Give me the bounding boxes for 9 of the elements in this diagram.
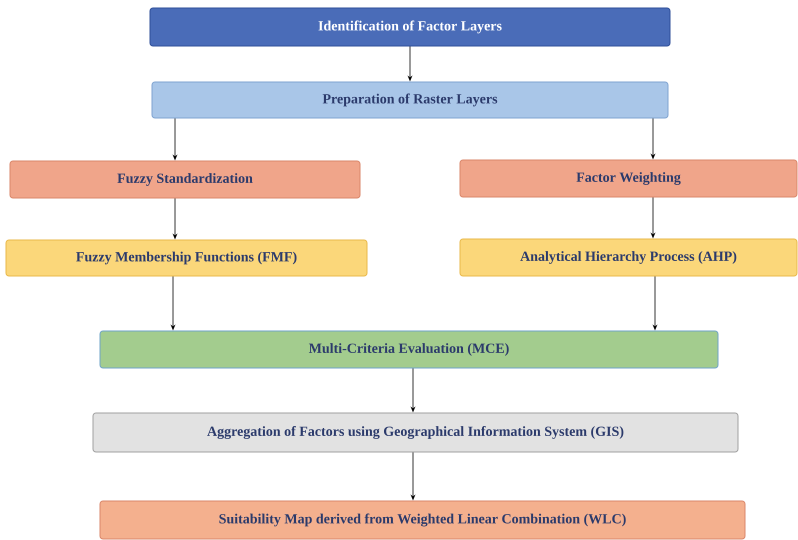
- process-box: Identification of Factor Layers: [150, 8, 670, 46]
- process-box: Multi-Criteria Evaluation (MCE): [100, 330, 718, 368]
- process-box: Fuzzy Membership Functions (FMF): [6, 240, 368, 276]
- process-box: Factor Weighting: [460, 160, 798, 198]
- process-box: Preparation of Raster Layers: [152, 82, 668, 118]
- process-box: Analytical Hierarchy Process (AHP): [460, 238, 798, 276]
- process-box: Suitability Map derived from Weighted Linear Combination (WLC): [100, 500, 746, 540]
- process-box: Fuzzy Standardization: [10, 160, 360, 198]
- process-box: Aggregation of Factors using Geographical Information System (GIS): [92, 412, 738, 452]
